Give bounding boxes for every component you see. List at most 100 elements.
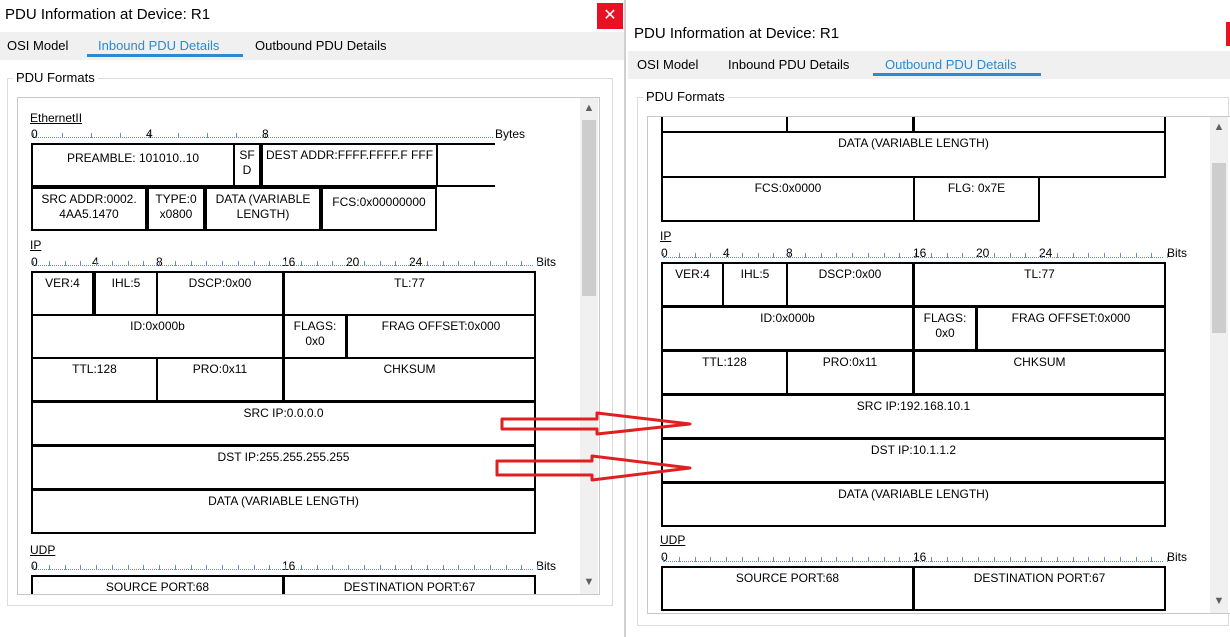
ruler-unit: Bits [536, 255, 557, 269]
scroll-thumb[interactable] [582, 120, 596, 296]
ruler-tick [1088, 557, 1090, 562]
ruler-tick [332, 565, 334, 570]
ruler-tick [678, 557, 680, 562]
ruler-tick [1151, 557, 1153, 562]
ruler-number: 16 [282, 255, 296, 269]
ruler-tick [64, 261, 66, 266]
field-dst-ip: DST IP:10.1.1.2 [661, 438, 1166, 483]
ruler-tick [33, 565, 34, 570]
ruler-tick [663, 557, 664, 562]
ruler-tick [1104, 557, 1105, 562]
field-overflow-line [661, 609, 1166, 611]
field-data: DATA (VARIABLE LENGTH) [661, 131, 1166, 178]
field-dscp: DSCP:0x00 [156, 271, 284, 316]
ruler-tick [120, 133, 121, 138]
ruler-tick [1088, 253, 1090, 258]
field-ihl: IHL:5 [722, 262, 788, 307]
ruler-tick [804, 253, 806, 258]
ruler-number: 16 [913, 246, 927, 260]
field-destination-port: DESTINATION PORT:67 [283, 575, 536, 594]
field-flg: FLG: 0x7E [913, 176, 1040, 222]
field-id: ID:0x000b [661, 306, 914, 351]
ruler-tick [741, 253, 743, 258]
ruler-tick [1167, 557, 1168, 562]
field-src-addr: SRC ADDR:0002. 4AA5.1470 [31, 187, 147, 231]
close-icon: ✕ [603, 7, 617, 24]
ruler-tick [726, 557, 727, 562]
tab-outbound-pdu-details[interactable]: Outbound PDU Details [885, 57, 1017, 72]
pdu-scroll-area[interactable]: EthernetII 0 4 8 Bytes PREAMBLE: 101010.… [17, 97, 600, 595]
ruler-tick [883, 253, 885, 258]
field-sfd: SF D [233, 143, 261, 187]
ruler-tick [521, 565, 523, 570]
field-flags: FLAGS: 0x0 [283, 314, 347, 359]
tab-inbound-pdu-details[interactable]: Inbound PDU Details [728, 57, 850, 72]
ruler-number: 0 [661, 246, 668, 260]
pdu-formats-label: PDU Formats [643, 89, 728, 104]
ruler-tick [159, 565, 160, 570]
close-button-edge[interactable] [1226, 22, 1230, 46]
bits-ruler [33, 569, 533, 571]
ruler-tick [348, 565, 349, 570]
ruler-tick [348, 261, 349, 266]
ruler-tick [820, 253, 822, 258]
ruler-tick [757, 253, 759, 258]
bits-ruler [663, 257, 1163, 259]
ruler-number: 16 [913, 550, 927, 564]
ruler-tick [537, 565, 538, 570]
ruler-tick [149, 133, 150, 138]
field-ver: VER:4 [31, 271, 94, 316]
pdu-formats-label: PDU Formats [13, 70, 98, 85]
scroll-down-icon[interactable]: ▼ [583, 576, 595, 588]
ruler-tick [505, 565, 507, 570]
ruler-tick [489, 261, 491, 266]
ruler-tick [962, 557, 964, 562]
ruler-tick [899, 253, 901, 258]
field-frag-offset: FRAG OFFSET:0x000 [976, 306, 1166, 351]
udp-heading: UDP [660, 533, 686, 547]
field-ttl: TTL:128 [31, 357, 158, 402]
ruler-tick [505, 261, 507, 266]
ruler-tick [773, 557, 775, 562]
scroll-thumb[interactable] [1212, 163, 1226, 333]
ruler-tick [852, 557, 853, 562]
tab-inbound-pdu-details[interactable]: Inbound PDU Details [98, 38, 220, 53]
scroll-up-icon[interactable]: ▲ [583, 102, 595, 114]
ruler-tick [379, 565, 381, 570]
ruler-tick [757, 557, 759, 562]
ruler-number: 24 [1039, 246, 1053, 260]
field-fcs: FCS:0x00000000 [321, 187, 437, 231]
active-tab-indicator [873, 73, 1041, 76]
ruler-tick [1135, 557, 1137, 562]
field-src-ip: SRC IP:192.168.10.1 [661, 394, 1166, 439]
field-pro: PRO:0x11 [156, 357, 284, 402]
pdu-scroll-area[interactable]: DATA (VARIABLE LENGTH) FCS:0x0000 FLG: 0… [647, 116, 1230, 614]
ruler-tick [236, 133, 237, 138]
ruler-tick [411, 261, 412, 266]
ruler-tick [395, 261, 397, 266]
field-id: ID:0x000b [31, 314, 284, 359]
ruler-tick [1009, 557, 1011, 562]
ruler-unit: Bits [1167, 246, 1188, 260]
ethernet-heading: EthernetII [30, 111, 83, 125]
ruler-tick [1119, 253, 1121, 258]
ruler-number: 4 [92, 255, 99, 269]
tab-osi-model[interactable]: OSI Model [7, 38, 69, 53]
ruler-tick [127, 565, 129, 570]
ruler-tick [883, 557, 885, 562]
close-button[interactable]: ✕ [597, 3, 623, 29]
ruler-number: 0 [661, 550, 668, 564]
scroll-up-icon[interactable]: ▲ [1213, 121, 1225, 133]
ruler-tick [159, 261, 160, 266]
ruler-tick [143, 261, 145, 266]
field-preamble: PREAMBLE: 101010..10 [31, 143, 235, 187]
ruler-tick [741, 557, 743, 562]
ruler-tick [1025, 253, 1027, 258]
tab-osi-model[interactable]: OSI Model [637, 57, 699, 72]
field-overflow-line [438, 185, 495, 187]
tab-outbound-pdu-details[interactable]: Outbound PDU Details [255, 38, 387, 53]
field-ihl: IHL:5 [94, 271, 158, 316]
ruler-tick [363, 261, 365, 266]
scroll-down-icon[interactable]: ▼ [1213, 595, 1225, 607]
field-ttl: TTL:128 [661, 350, 788, 395]
